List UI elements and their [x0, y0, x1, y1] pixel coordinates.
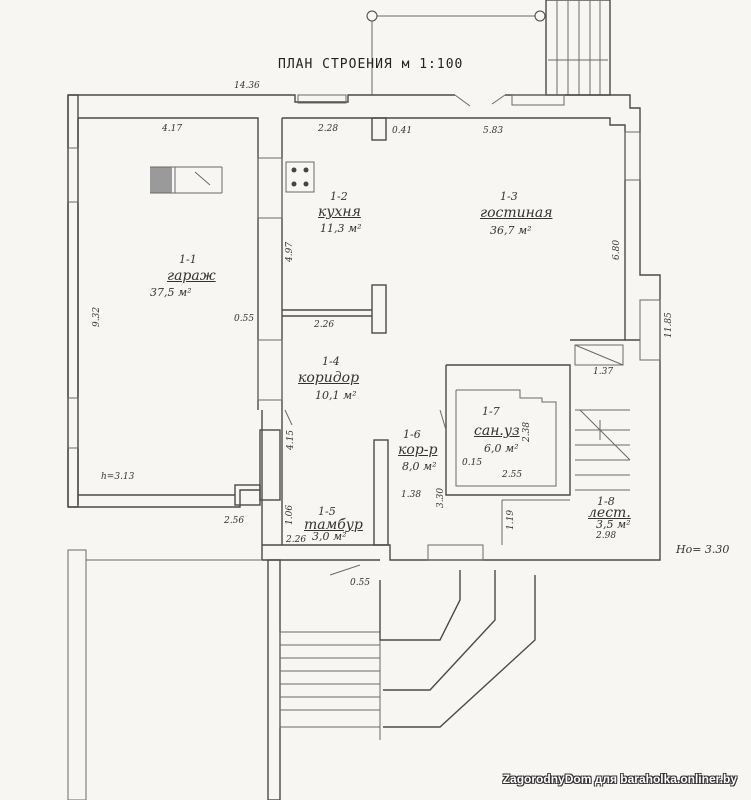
dim-137: 1.37 — [593, 367, 614, 377]
room-1-7-name: сан.уз — [474, 423, 520, 439]
dim-living-height: 6.80 — [612, 239, 622, 260]
stove-icon — [285, 161, 315, 193]
rear-stair — [545, 0, 611, 96]
room-1-4-number: 1-4 — [322, 355, 340, 368]
room-1-3-number: 1-3 — [500, 190, 518, 203]
room-1-5-name: тамбур — [304, 517, 363, 533]
room-1-5-area: 3,0 м² — [312, 530, 347, 543]
room-1-2-number: 1-2 — [330, 190, 348, 203]
interior-walls — [234, 117, 630, 546]
dim-255: 2.55 — [502, 470, 523, 480]
dim-living-width: 5.83 — [483, 126, 504, 136]
room-1-3-area: 36,7 м² — [490, 224, 532, 237]
dim-garage-width: 4.17 — [162, 124, 183, 134]
dim-041: 0.41 — [392, 126, 413, 136]
dim-right-total: 11.85 — [664, 312, 674, 338]
dim-015: 0.15 — [462, 458, 483, 468]
room-1-3-name: гостиная — [480, 205, 553, 221]
left-extension — [67, 549, 262, 800]
dim-330: 3.30 — [436, 487, 446, 508]
dim-138: 1.38 — [401, 490, 422, 500]
room-1-1-number: 1-1 — [179, 253, 197, 266]
watermark: ZagorodnyDom для baraholka.onliner.by — [502, 772, 737, 786]
dim-total-height: Hо= 3.30 — [676, 543, 730, 556]
front-stair — [267, 559, 381, 800]
room-1-6-area: 8,0 м² — [402, 460, 437, 473]
dim-415: 4.15 — [286, 429, 296, 450]
dim-226b: 2.26 — [286, 535, 307, 545]
dim-garage-height: 9.32 — [92, 306, 102, 327]
dim-garage-height-h: h=3.13 — [101, 472, 135, 482]
room-1-4-name: коридор — [298, 370, 360, 386]
room-1-2-area: 11,3 м² — [320, 222, 362, 235]
room-1-8-area: 3,5 м² — [596, 518, 631, 531]
dim-055b: 0.55 — [350, 578, 371, 588]
dim-298: 2.98 — [596, 531, 617, 541]
dim-226: 2.26 — [314, 320, 335, 330]
room-1-7-area: 6,0 м² — [484, 442, 519, 455]
room-1-5-number: 1-5 — [318, 505, 336, 518]
walkway — [379, 570, 536, 728]
dim-kitchen-width: 2.28 — [318, 124, 339, 134]
plan-title: ПЛАН СТРОЕНИЯ м 1:100 — [278, 57, 464, 72]
room-1-4-area: 10,1 м² — [315, 389, 357, 402]
room-1-7-number: 1-7 — [482, 405, 500, 418]
door-swings — [284, 94, 506, 576]
inner-stair — [574, 344, 631, 491]
room-1-6-name: кор-р — [398, 442, 438, 458]
room-1-6-number: 1-6 — [403, 428, 421, 441]
room-1-1-name: гараж — [167, 268, 216, 284]
dim-kitchen-height: 4.97 — [285, 241, 295, 262]
room-1-2-name: кухня — [318, 204, 361, 220]
room-1-8-number: 1-8 — [597, 495, 615, 508]
dim-119: 1.19 — [506, 509, 516, 530]
dim-106: 1.06 — [285, 504, 295, 525]
room-1-8-name: лест. — [588, 505, 631, 521]
dim-055: 0.55 — [234, 314, 255, 324]
dim-top-total: 14.36 — [234, 81, 260, 91]
outer-walls — [67, 94, 661, 561]
dim-256: 2.56 — [224, 516, 245, 526]
dim-238: 2.38 — [522, 421, 532, 442]
top-gate — [366, 10, 546, 95]
room-1-1-area: 37,5 м² — [150, 286, 192, 299]
windows — [67, 94, 661, 561]
garage-stair-icon — [150, 166, 223, 194]
